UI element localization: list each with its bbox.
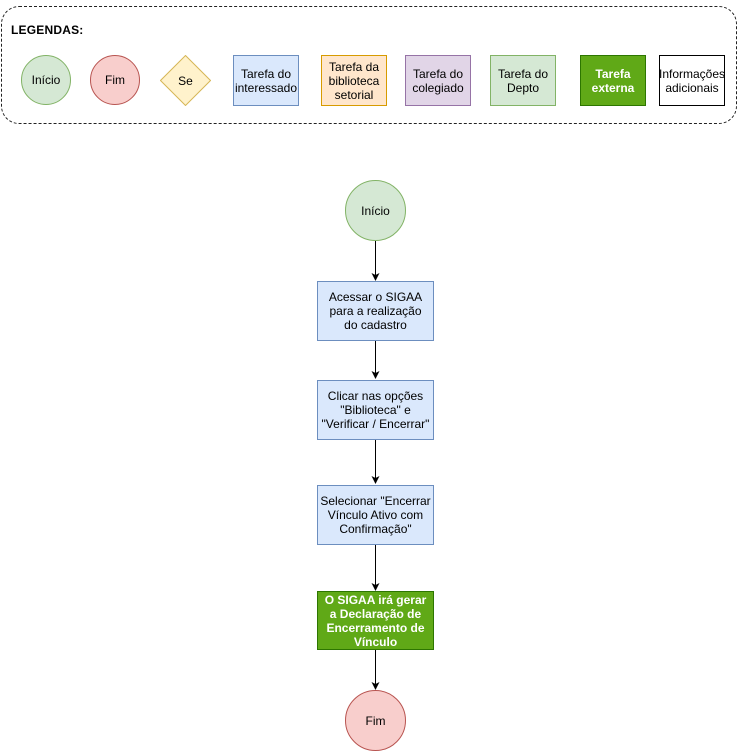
flow-step-label: Clicar nas opções "Biblioteca" e "Verifi… bbox=[321, 389, 430, 431]
flow-step-label: Selecionar "Encerrar Vínculo Ativo com C… bbox=[320, 494, 431, 536]
legend-task-depto: Tarefa do Depto bbox=[490, 55, 556, 106]
flow-step-click-options: Clicar nas opções "Biblioteca" e "Verifi… bbox=[317, 380, 434, 440]
legend-decision-shape: Se bbox=[160, 55, 211, 106]
legend-end-label: Fim bbox=[105, 73, 125, 87]
legend-panel bbox=[1, 6, 737, 124]
legend-task-interessado: Tarefa do interessado bbox=[233, 55, 299, 106]
legend-task-colegiado-label: Tarefa do colegiado bbox=[412, 66, 464, 95]
flow-step-sigaa-declaration: O SIGAA irá gerar a Declaração de Encerr… bbox=[317, 591, 434, 650]
legend-info-label: Informações adicionais bbox=[658, 66, 726, 95]
legend-task-biblioteca: Tarefa da biblioteca setorial bbox=[321, 55, 387, 106]
legend-task-colegiado: Tarefa do colegiado bbox=[405, 55, 471, 106]
legend-title: LEGENDAS: bbox=[11, 23, 84, 37]
flow-step-access-sigaa: Acessar o SIGAA para a realização do cad… bbox=[317, 281, 434, 341]
flow-step-label: O SIGAA irá gerar a Declaração de Encerr… bbox=[324, 592, 427, 649]
legend-task-interessado-label: Tarefa do interessado bbox=[234, 66, 298, 95]
legend-task-externa-label: Tarefa externa bbox=[591, 66, 635, 95]
flow-start-node: Início bbox=[345, 180, 406, 241]
legend-info: Informações adicionais bbox=[659, 55, 725, 106]
legend-task-depto-label: Tarefa do Depto bbox=[497, 66, 549, 95]
flow-end-label: Fim bbox=[365, 713, 386, 728]
legend-start-label: Início bbox=[31, 73, 61, 87]
flow-start-label: Início bbox=[361, 203, 390, 218]
legend-start-shape: Início bbox=[21, 55, 71, 105]
legend-task-biblioteca-label: Tarefa da biblioteca setorial bbox=[328, 59, 380, 102]
flow-step-label: Acessar o SIGAA para a realização do cad… bbox=[328, 290, 423, 332]
legend-end-shape: Fim bbox=[90, 55, 140, 105]
flow-step-select-encerrar: Selecionar "Encerrar Vínculo Ativo com C… bbox=[317, 485, 434, 545]
flow-end-node: Fim bbox=[345, 690, 406, 751]
legend-task-externa: Tarefa externa bbox=[580, 55, 646, 106]
legend-decision-label: Se bbox=[178, 73, 193, 88]
